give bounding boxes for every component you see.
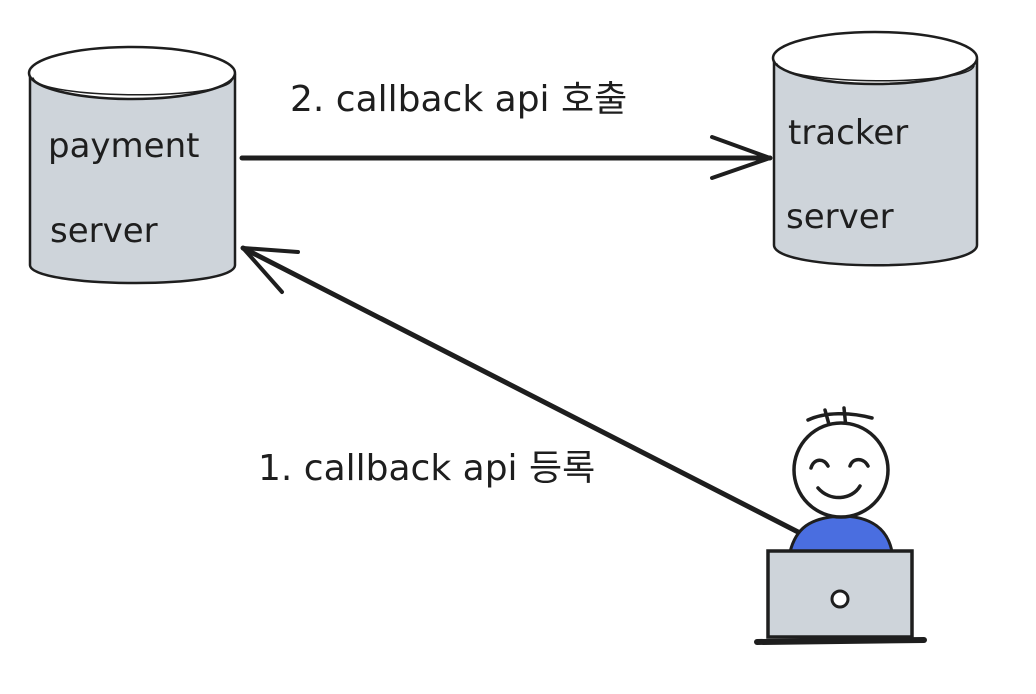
payment-server-label-line1: payment (48, 126, 199, 166)
tracker-server-node: tracker server (771, 30, 979, 267)
payment-server-node: payment server (27, 45, 237, 285)
person-with-laptop-icon (754, 406, 927, 645)
shirt-shape (788, 514, 894, 554)
invoke-callback-arrow (239, 135, 773, 180)
register-callback-label: 1. callback api 등록 (258, 448, 595, 489)
payment-server-label-line2: server (50, 211, 158, 251)
invoke-callback-label: 2. callback api 호출 (290, 79, 627, 120)
tracker-server-cylinder-top (771, 30, 979, 86)
tracker-server-label-line2: server (786, 197, 894, 237)
payment-server-cylinder-body (28, 73, 237, 285)
register-callback-arrow (240, 245, 803, 536)
face-icon (792, 421, 890, 519)
payment-server-cylinder-top (27, 45, 237, 101)
tracker-server-label-line1: tracker (788, 113, 908, 153)
tracker-server-cylinder-body (772, 58, 979, 267)
